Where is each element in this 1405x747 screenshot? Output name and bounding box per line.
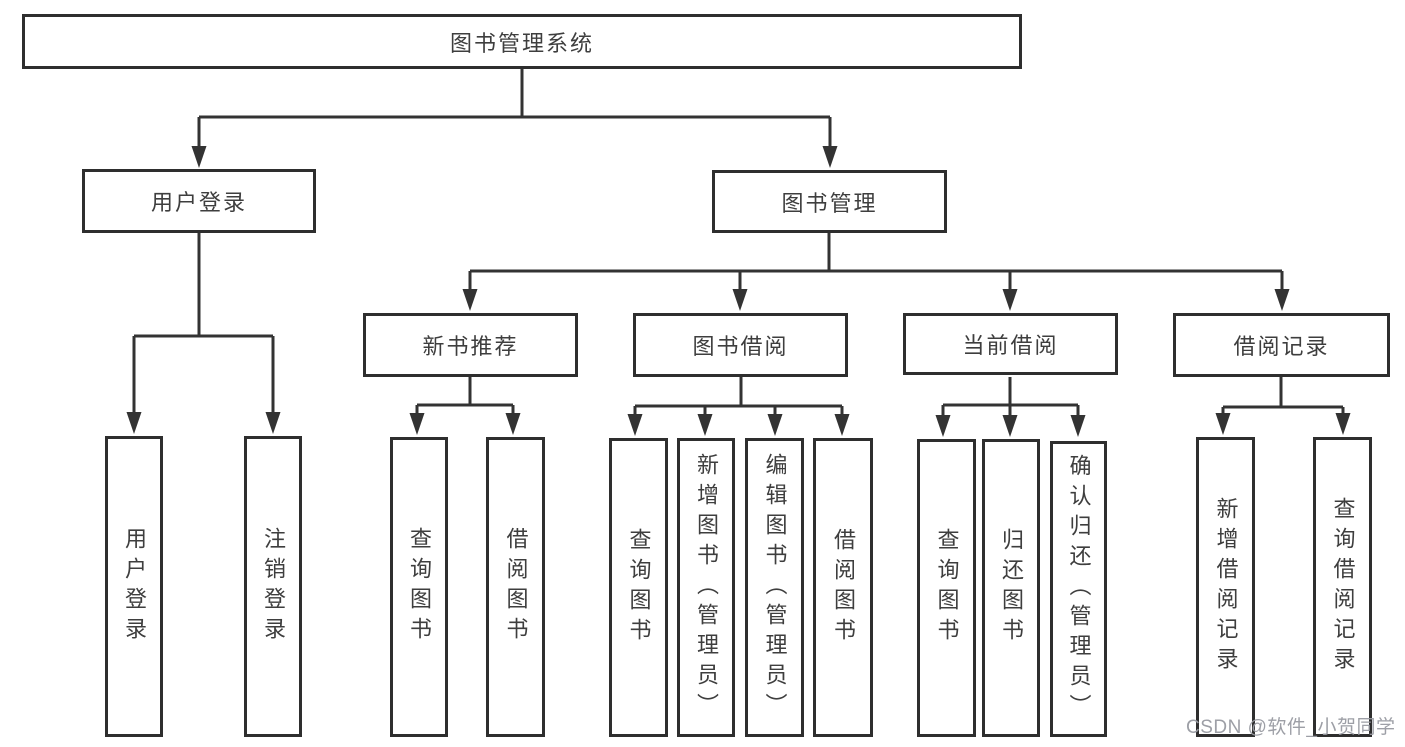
arrow-down-icon — [1002, 289, 1018, 311]
node-book-management: 图书管理 — [712, 170, 947, 233]
node-borrowing-records: 借阅记录 — [1173, 313, 1390, 377]
arrow-down-icon — [732, 289, 748, 311]
node-current-borrowing: 当前借阅 — [903, 313, 1118, 375]
arrow-down-icon — [1070, 415, 1086, 437]
arrow-down-icon — [1215, 413, 1231, 435]
leaf-query-borrow-record: 查询借阅记录 — [1313, 437, 1372, 737]
leaf-logout: 注销登录 — [244, 436, 302, 737]
leaf-edit-book-admin: 编辑图书（管理员） — [745, 438, 804, 737]
leaf-query-books-borrowing: 查询图书 — [609, 438, 668, 737]
leaf-return-book: 归还图书 — [982, 439, 1040, 737]
leaf-query-books-recommend: 查询图书 — [390, 437, 448, 737]
node-user-login: 用户登录 — [82, 169, 316, 233]
leaf-confirm-return-admin: 确认归还（管理员） — [1050, 441, 1107, 737]
arrow-down-icon — [1274, 289, 1290, 311]
node-new-book-recommendation: 新书推荐 — [363, 313, 578, 377]
leaf-add-borrow-record: 新增借阅记录 — [1196, 437, 1255, 737]
arrow-down-icon — [409, 413, 425, 435]
arrow-down-icon — [1002, 415, 1018, 437]
arrow-down-icon — [767, 414, 783, 436]
arrow-down-icon — [505, 413, 521, 435]
csdn-watermark: CSDN @软件_小贺同学 — [1186, 717, 1396, 738]
leaf-borrow-books-borrowing: 借阅图书 — [813, 438, 873, 737]
arrow-down-icon — [462, 289, 478, 311]
leaf-query-books-current: 查询图书 — [917, 439, 976, 737]
arrow-down-icon — [627, 414, 643, 436]
arrow-down-icon — [265, 412, 281, 434]
arrow-down-icon — [697, 414, 713, 436]
leaf-user-login: 用户登录 — [105, 436, 163, 737]
arrow-down-icon — [822, 146, 838, 168]
leaf-add-book-admin: 新增图书（管理员） — [677, 438, 735, 737]
leaf-borrow-books-recommend: 借阅图书 — [486, 437, 545, 737]
arrow-down-icon — [1335, 413, 1351, 435]
arrow-down-icon — [191, 146, 207, 168]
arrow-down-icon — [935, 415, 951, 437]
node-library-management-system: 图书管理系统 — [22, 14, 1022, 69]
arrow-down-icon — [834, 414, 850, 436]
arrow-down-icon — [126, 412, 142, 434]
node-book-borrowing: 图书借阅 — [633, 313, 848, 377]
